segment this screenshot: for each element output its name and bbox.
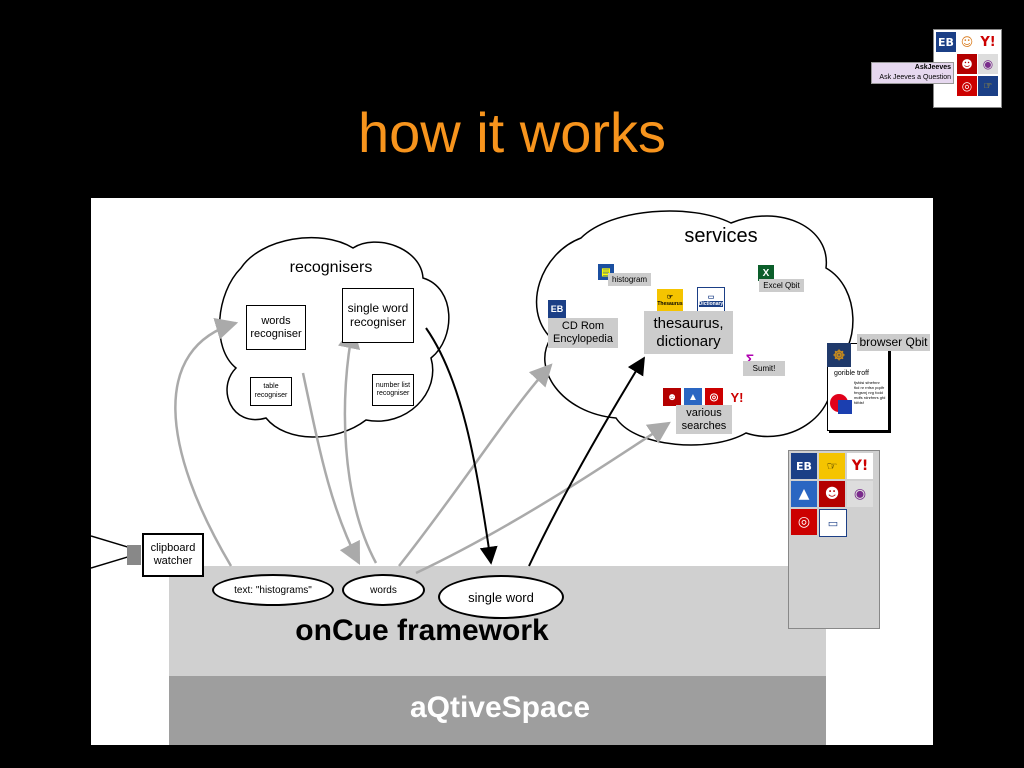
person-icon: ☻ [663, 388, 681, 406]
search-engines-logo: EB ☺ Y! ☻ ◉ ◎ ☞ [933, 29, 1002, 108]
jeeves-icon: ☺ [957, 32, 977, 52]
cdrom-service[interactable]: CD Rom Encylopedia [548, 318, 618, 348]
aqtivespace-label: aQtiveSpace [409, 691, 591, 724]
services-title: services [684, 225, 758, 247]
person-icon: ☻ [957, 54, 977, 74]
palette-yahoo-icon[interactable]: Y! [847, 453, 873, 479]
service-palette: EB ☞ Y! ▲ ☻ ◉ ◎ ▭ [788, 450, 880, 629]
banner-subtitle: Ask Jeeves a Question [879, 74, 951, 81]
arrow-to-single-word-recogniser [338, 325, 378, 564]
arrow-to-thesaurus [528, 356, 645, 567]
target-icon: ◎ [705, 388, 723, 406]
various-searches-service[interactable]: various searches [676, 405, 732, 434]
yahoo-icon: Y! [727, 388, 747, 406]
slide-title: how it works [357, 101, 667, 164]
palette-person-icon[interactable]: ☻ [819, 481, 845, 507]
arrow-to-various [415, 421, 671, 575]
palette-eye-icon[interactable]: ◉ [847, 481, 873, 507]
arrow-to-cdrom [398, 363, 553, 567]
recognisers-title: recognisers [289, 259, 373, 276]
number-list-recogniser[interactable]: number list recogniser [372, 374, 414, 406]
palette-dictionary-icon[interactable]: ▭ [819, 509, 847, 537]
sumit-service[interactable]: Sumit! [743, 361, 785, 376]
browser-page-text: fjsfdsi sfnefnnr fkd nr rnfsn pqdfr fmgs… [854, 380, 886, 405]
askjeeves-banner[interactable]: AskJeeves Ask Jeeves a Question [871, 62, 954, 84]
excel-icon: X [758, 265, 774, 281]
browser-page-heading: gorible troff [834, 370, 869, 377]
yahoo-icon: Y! [978, 32, 998, 52]
clipboard-connector [127, 545, 141, 565]
palette-target-icon[interactable]: ◎ [791, 509, 817, 535]
arrow-to-words-event [301, 372, 361, 566]
palette-britannica-icon[interactable]: EB [791, 453, 817, 479]
eye-icon: ◉ [978, 54, 998, 74]
text-histograms-event[interactable]: text: "histograms" [212, 574, 334, 606]
excel-qbit-service[interactable]: Excel Qbit [759, 279, 804, 292]
target-icon: ◎ [957, 76, 977, 96]
arrow-to-single-word-event [425, 327, 498, 565]
image-search-icon: ▲ [684, 388, 702, 406]
table-recogniser[interactable]: table recogniser [250, 377, 292, 406]
palette-thesaurus-icon[interactable]: ☞ [819, 453, 845, 479]
britannica-icon: EB [548, 300, 566, 318]
single-word-event[interactable]: single word [438, 575, 564, 619]
architecture-diagram: onCue framework aQtiveSpace recognisers … [91, 198, 933, 745]
words-recogniser[interactable]: words recogniser [246, 305, 306, 350]
britannica-icon: EB [936, 32, 956, 52]
ships-wheel-icon: ☸ [827, 343, 851, 367]
sumit-icon: Σ [745, 351, 755, 367]
words-event[interactable]: words [342, 574, 425, 606]
histogram-service[interactable]: histogram [608, 273, 651, 286]
arrow-to-words-recogniser [174, 317, 239, 567]
framework-label: onCue framework [295, 614, 549, 647]
single-word-recogniser[interactable]: single word recogniser [342, 288, 414, 343]
thesaurus-icon: ☞ [978, 76, 998, 96]
banner-title: AskJeeves [914, 64, 951, 71]
thesaurus-book-icon: ☞Thesaurus [657, 289, 683, 311]
aqtivespace-band [169, 676, 826, 745]
clipboard-watcher[interactable]: clipboard watcher [142, 533, 204, 577]
browser-qbit-window[interactable]: gorible troff fjsfdsi sfnefnnr fkd nr rn… [827, 343, 889, 431]
palette-image-search-icon[interactable]: ▲ [791, 481, 817, 507]
thesaurus-dictionary-service[interactable]: thesaurus, dictionary [644, 311, 733, 354]
browser-qbit-label[interactable]: browser Qbit [857, 334, 930, 351]
blue-square-graphic [838, 400, 852, 414]
dictionary-icon: ▭Dictionary [697, 287, 725, 313]
